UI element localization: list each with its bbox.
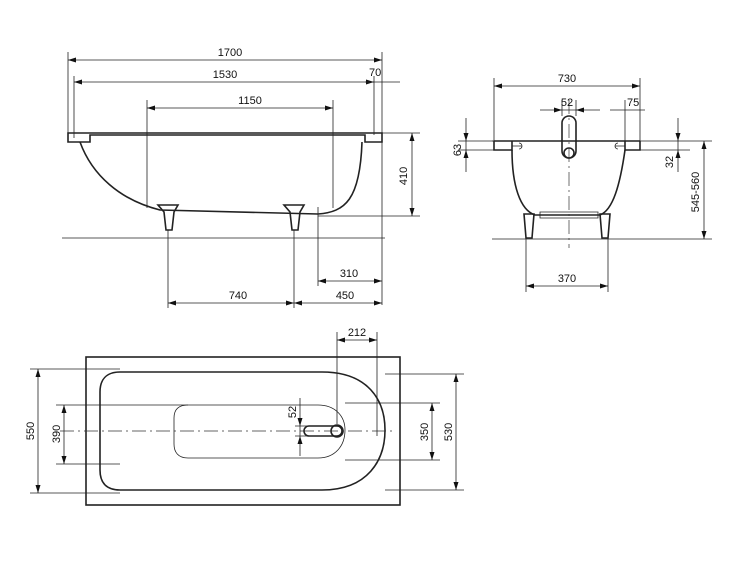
dim-feet-span-top: 1150 <box>238 95 262 107</box>
top-view: 212 52 550 390 350 530 <box>25 327 464 506</box>
dim-drain-offset: 310 <box>340 268 358 280</box>
dim-total-height: 545-560 <box>690 172 702 212</box>
end-view: 730 52 75 63 32 545-560 <box>452 73 712 292</box>
dim-height: 410 <box>398 167 410 185</box>
dim-rim-lip: 32 <box>664 156 676 168</box>
dim-rim-end: 70 <box>369 67 381 79</box>
dim-overall-length: 1700 <box>218 47 242 59</box>
top-inner-basin <box>99 371 386 491</box>
dim-inner-width-left: 390 <box>51 425 63 443</box>
end-rim <box>493 141 641 151</box>
dim-foot-to-end: 450 <box>336 290 354 302</box>
tub-body <box>79 141 363 215</box>
left-foot <box>156 204 180 231</box>
dim-overflow-offset: 75 <box>627 97 639 109</box>
side-view: 1700 1530 70 1150 410 310 <box>62 47 420 308</box>
dim-end-width: 730 <box>558 73 576 85</box>
dim-drain-offset-top: 212 <box>348 327 366 339</box>
end-right-foot <box>599 213 611 239</box>
end-left-foot <box>523 213 535 239</box>
dim-bottom-width: 530 <box>443 423 455 441</box>
top-bottom-area <box>173 404 346 459</box>
tub-rim <box>67 132 383 143</box>
dim-overflow-diameter: 52 <box>561 97 573 109</box>
dim-end-feet-spacing: 370 <box>558 273 576 285</box>
end-base <box>539 211 599 219</box>
dim-drain-diameter: 52 <box>287 406 299 418</box>
dim-feet-spacing: 740 <box>229 290 247 302</box>
right-foot <box>282 204 306 231</box>
dim-inner-length: 1530 <box>213 69 237 81</box>
dim-rim-height: 63 <box>452 144 464 156</box>
end-body <box>511 149 626 216</box>
dim-outer-width: 550 <box>25 422 37 440</box>
dim-inner-width-right: 350 <box>419 423 431 441</box>
